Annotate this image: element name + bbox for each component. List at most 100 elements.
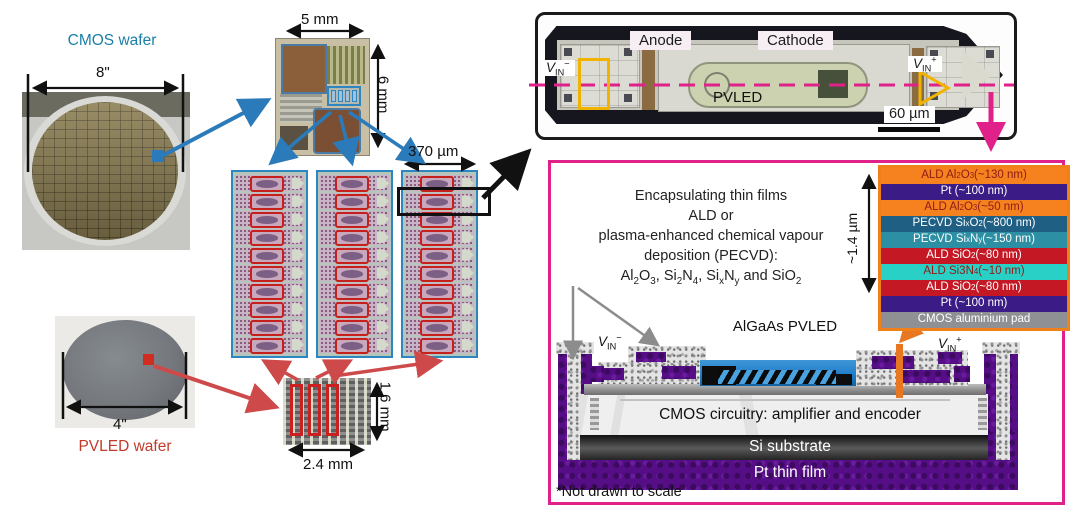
pvled-mesa: [256, 198, 278, 206]
pvled-device: [405, 283, 474, 300]
pvled-die-highlight-square: [143, 354, 154, 365]
scale-note: *Not drawn to scale: [556, 484, 682, 500]
pvled-mesa: [341, 306, 363, 314]
device-tip: [462, 321, 474, 333]
die-block-dark: [280, 126, 308, 150]
die-height-label: 6 mm: [374, 75, 392, 114]
pvled-mesa: [426, 252, 448, 260]
pvled-column-outline: [290, 384, 303, 436]
pvled-mesa: [341, 198, 363, 206]
pvled-device: [405, 337, 474, 354]
pvled-device: [405, 301, 474, 318]
contact-pad: [930, 50, 938, 58]
pvled-red-outline: [335, 248, 369, 264]
cmos-wafer-diameter-label: 8": [96, 64, 110, 81]
pvled-mesa: [426, 288, 448, 296]
device-tip: [462, 195, 474, 207]
device-length-label: 370 µm: [408, 143, 459, 160]
die-block-amplifier: [281, 44, 327, 94]
pvled-red-outline: [420, 302, 454, 318]
pvled-mesa: [426, 270, 448, 278]
probe-pad: [345, 90, 350, 102]
pvled-device: [405, 193, 474, 210]
device-tip: [292, 267, 304, 279]
cathode-label: Cathode: [758, 31, 833, 51]
pvled-red-outline: [420, 284, 454, 300]
pvled-device: [320, 247, 389, 264]
contact-pad: [624, 94, 632, 102]
pvled-red-outline: [420, 248, 454, 264]
device-tip: [377, 249, 389, 261]
device-tip: [377, 267, 389, 279]
left-encapsulation-pillar: [567, 354, 581, 460]
pvled-red-outline: [335, 320, 369, 336]
device-array: [231, 170, 478, 358]
purple-inlay: [636, 352, 666, 362]
pvled-red-outline: [250, 176, 284, 192]
vin-minus-label: VIN−: [541, 59, 575, 77]
pvled-device: [320, 319, 389, 336]
xs-vin-minus-label: VIN−: [598, 332, 622, 352]
encapsulation-note-line: Encapsulating thin films: [634, 188, 788, 204]
pvled-mesa: [426, 180, 448, 188]
pvled-red-outline: [420, 320, 454, 336]
pvled-mesa: [426, 198, 448, 206]
pvled-mesa: [256, 342, 278, 350]
probe-pad: [352, 90, 357, 102]
pvled-red-outline: [420, 338, 454, 354]
pvled-device: [320, 301, 389, 318]
die-width-label: 5 mm: [301, 11, 339, 28]
stack-layer: CMOS aluminium pad: [881, 312, 1067, 328]
pvled-red-outline: [335, 212, 369, 228]
xs-vin-plus-label: VIN+: [938, 334, 962, 354]
si-substrate-label: Si substrate: [749, 438, 831, 455]
pvled-mesa: [341, 342, 363, 350]
device-tip: [292, 303, 304, 315]
pvled-device: [235, 193, 304, 210]
device-tip: [292, 177, 304, 189]
pvled-device: [320, 265, 389, 282]
device-array-column: [231, 170, 308, 358]
device-tip: [292, 213, 304, 225]
pvled-column-outline: [326, 384, 339, 436]
pvled-device: [405, 319, 474, 336]
encapsulation-note-line: Al2O3, Si2N4, SixNy and SiO2: [620, 268, 802, 287]
pvled-red-outline: [250, 266, 284, 282]
pvled-wafer-diameter-label: 4": [113, 416, 127, 433]
pvled-device: [235, 211, 304, 228]
device-tip: [292, 285, 304, 297]
pvled-red-outline: [250, 194, 284, 210]
pvled-wafer-label: PVLED wafer: [78, 438, 172, 455]
pvled-mesa: [426, 342, 448, 350]
isolation-strip: [642, 48, 655, 110]
device-tip: [462, 339, 474, 351]
pvled-device: [320, 337, 389, 354]
left-wall-cap: [556, 342, 594, 354]
stack-layer: Pt (~100 nm): [881, 296, 1067, 312]
pvled-mesa: [341, 180, 363, 188]
interconnect-line: [620, 399, 950, 401]
device-tip: [377, 303, 389, 315]
contact-pad: [564, 94, 572, 102]
device-highlight-box: [397, 187, 491, 216]
pvled-red-outline: [335, 284, 369, 300]
pvled-mesa: [341, 234, 363, 242]
scale-bar-label: 60 µm: [884, 106, 935, 123]
vin-plus-pad: [954, 366, 970, 382]
pt-thin-film-label: Pt thin film: [753, 464, 827, 481]
pvled-red-outline: [335, 230, 369, 246]
pvled-mesa: [341, 288, 363, 296]
stack-via: [896, 344, 903, 398]
probe-pads-overlay: [327, 86, 361, 106]
pvled-mesa: [341, 252, 363, 260]
device-tip: [377, 339, 389, 351]
pvled-mesa: [256, 306, 278, 314]
pvled-mesa: [426, 234, 448, 242]
